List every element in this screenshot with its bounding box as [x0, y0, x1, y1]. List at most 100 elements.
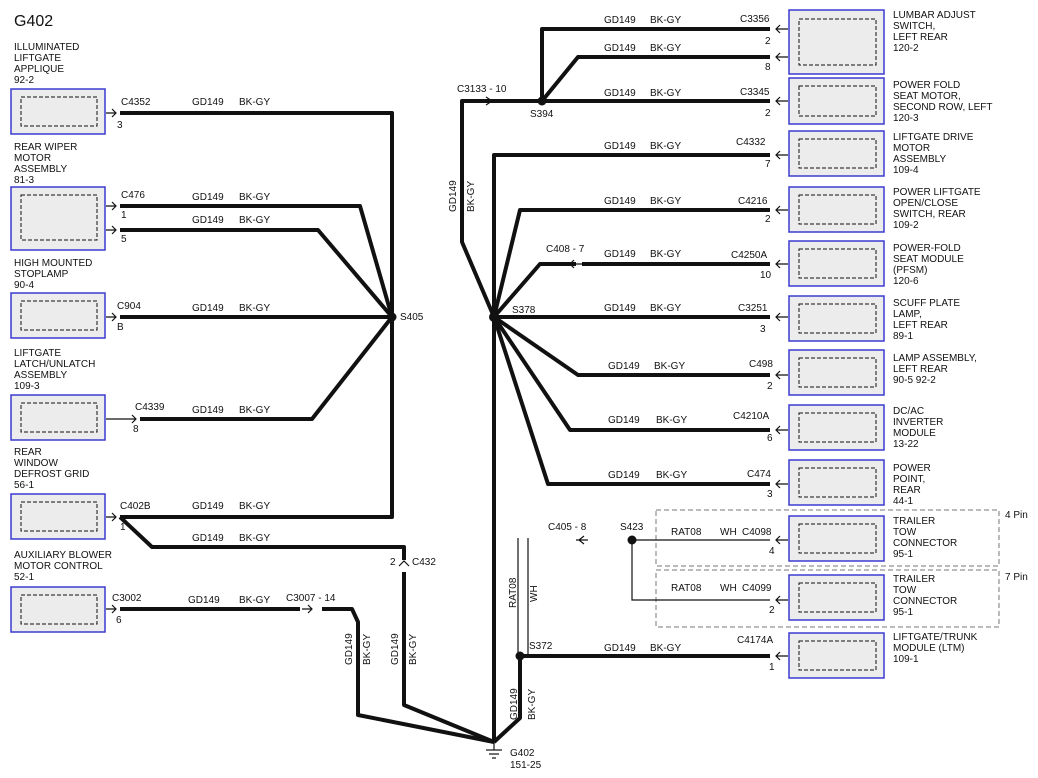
svg-text:ASSEMBLY: ASSEMBLY	[14, 164, 67, 175]
splice-dot-s378	[489, 312, 499, 322]
svg-text:STOPLAMP: STOPLAMP	[14, 269, 69, 280]
svg-text:120-2: 120-2	[893, 43, 919, 54]
svg-text:C4339: C4339	[135, 402, 165, 413]
svg-text:BK-GY: BK-GY	[527, 689, 538, 720]
svg-text:GD149: GD149	[344, 633, 355, 665]
left-connector-marks	[106, 108, 410, 614]
svg-text:109-2: 109-2	[893, 220, 919, 231]
svg-text:13-22: 13-22	[893, 439, 919, 450]
svg-text:BK-GY: BK-GY	[239, 303, 270, 314]
svg-text:120-3: 120-3	[893, 113, 919, 124]
svg-text:SEAT MOTOR,: SEAT MOTOR,	[893, 91, 961, 102]
svg-text:56-1: 56-1	[14, 480, 34, 491]
left-connector-labels: C4352 3 C476 1 5 C904 B C4339 8 C402B 1 …	[112, 97, 436, 626]
svg-text:DEFROST GRID: DEFROST GRID	[14, 469, 89, 480]
svg-text:BK-GY: BK-GY	[466, 181, 477, 212]
svg-text:BK-GY: BK-GY	[650, 43, 681, 54]
svg-text:BK-GY: BK-GY	[650, 249, 681, 260]
svg-text:BK-GY: BK-GY	[656, 470, 687, 481]
svg-text:S394: S394	[530, 109, 554, 120]
svg-text:C3007 - 14: C3007 - 14	[286, 593, 336, 604]
svg-text:BK-GY: BK-GY	[650, 303, 681, 314]
svg-text:3: 3	[767, 489, 773, 500]
svg-text:44-1: 44-1	[893, 496, 913, 507]
svg-text:GD149: GD149	[604, 141, 636, 152]
svg-text:AUXILIARY BLOWER: AUXILIARY BLOWER	[14, 550, 112, 561]
svg-text:7 Pin: 7 Pin	[1005, 572, 1028, 583]
svg-text:POWER LIFTGATE: POWER LIFTGATE	[893, 187, 981, 198]
component-illuminated-liftgate-applique: ILLUMINATED LIFTGATE APPLIQUE 92-2	[10, 42, 106, 135]
right-connector-marks	[485, 24, 788, 661]
svg-text:MODULE: MODULE	[893, 428, 936, 439]
svg-text:GD149: GD149	[192, 215, 224, 226]
svg-text:C432: C432	[412, 557, 436, 568]
svg-text:LIFTGATE/TRUNK: LIFTGATE/TRUNK	[893, 632, 978, 643]
svg-text:BK-GY: BK-GY	[239, 192, 270, 203]
svg-text:C904: C904	[117, 301, 141, 312]
svg-text:LIFTGATE: LIFTGATE	[14, 348, 61, 359]
svg-text:LUMBAR ADJUST: LUMBAR ADJUST	[893, 10, 976, 21]
svg-text:GD149: GD149	[192, 501, 224, 512]
svg-text:C498: C498	[749, 359, 773, 370]
svg-text:WH: WH	[720, 527, 737, 538]
svg-text:GD149: GD149	[192, 533, 224, 544]
svg-text:2: 2	[765, 214, 771, 225]
svg-text:INVERTER: INVERTER	[893, 417, 943, 428]
svg-text:BK-GY: BK-GY	[408, 634, 419, 665]
svg-text:LEFT REAR: LEFT REAR	[893, 364, 948, 375]
component-auxiliary-blower: AUXILIARY BLOWER MOTOR CONTROL 52-1	[10, 550, 112, 633]
svg-text:BK-GY: BK-GY	[239, 97, 270, 108]
svg-text:BK-GY: BK-GY	[239, 501, 270, 512]
svg-text:POINT,: POINT,	[893, 474, 925, 485]
svg-text:BK-GY: BK-GY	[654, 361, 685, 372]
svg-text:OPEN/CLOSE: OPEN/CLOSE	[893, 198, 958, 209]
svg-text:BK-GY: BK-GY	[650, 88, 681, 99]
svg-text:C4098: C4098	[742, 527, 772, 538]
svg-text:LAMP ASSEMBLY,: LAMP ASSEMBLY,	[893, 353, 977, 364]
svg-text:SEAT MODULE: SEAT MODULE	[893, 254, 964, 265]
svg-text:APPLIQUE: APPLIQUE	[14, 64, 64, 75]
svg-text:8: 8	[133, 424, 139, 435]
svg-text:C4250A: C4250A	[731, 250, 767, 261]
svg-text:MOTOR: MOTOR	[893, 143, 930, 154]
splice-dot-s394	[537, 96, 547, 106]
svg-text:MOTOR CONTROL: MOTOR CONTROL	[14, 561, 103, 572]
svg-text:GD149: GD149	[604, 643, 636, 654]
svg-text:C4174A: C4174A	[737, 635, 773, 646]
svg-text:GD149: GD149	[192, 303, 224, 314]
svg-text:BK-GY: BK-GY	[362, 634, 373, 665]
svg-text:REAR: REAR	[893, 485, 921, 496]
svg-text:GD149: GD149	[604, 15, 636, 26]
svg-text:BK-GY: BK-GY	[239, 533, 270, 544]
svg-text:2: 2	[769, 605, 775, 616]
svg-text:BK-GY: BK-GY	[650, 141, 681, 152]
svg-text:GD149: GD149	[509, 688, 520, 720]
svg-text:WH: WH	[720, 583, 737, 594]
svg-text:LEFT REAR: LEFT REAR	[893, 320, 948, 331]
svg-text:90-4: 90-4	[14, 280, 34, 291]
svg-text:95-1: 95-1	[893, 549, 913, 560]
svg-text:GD149: GD149	[604, 249, 636, 260]
svg-text:3: 3	[760, 324, 766, 335]
svg-text:C3002: C3002	[112, 593, 142, 604]
svg-text:52-1: 52-1	[14, 572, 34, 583]
svg-text:LAMP,: LAMP,	[893, 309, 922, 320]
svg-text:C3345: C3345	[740, 87, 770, 98]
svg-text:89-1: 89-1	[893, 331, 913, 342]
svg-text:POWER: POWER	[893, 463, 931, 474]
svg-text:C476: C476	[121, 190, 145, 201]
svg-text:LIFTGATE: LIFTGATE	[14, 53, 61, 64]
svg-text:C4099: C4099	[742, 583, 772, 594]
svg-text:WH: WH	[529, 585, 540, 602]
svg-text:GD149: GD149	[390, 633, 401, 665]
svg-text:GD149: GD149	[448, 180, 459, 212]
svg-text:GD149: GD149	[188, 595, 220, 606]
svg-text:REAR: REAR	[14, 447, 42, 458]
svg-text:TOW: TOW	[893, 527, 917, 538]
svg-text:TRAILER: TRAILER	[893, 516, 935, 527]
svg-text:5: 5	[121, 234, 127, 245]
splice-dot-s372	[515, 651, 525, 661]
